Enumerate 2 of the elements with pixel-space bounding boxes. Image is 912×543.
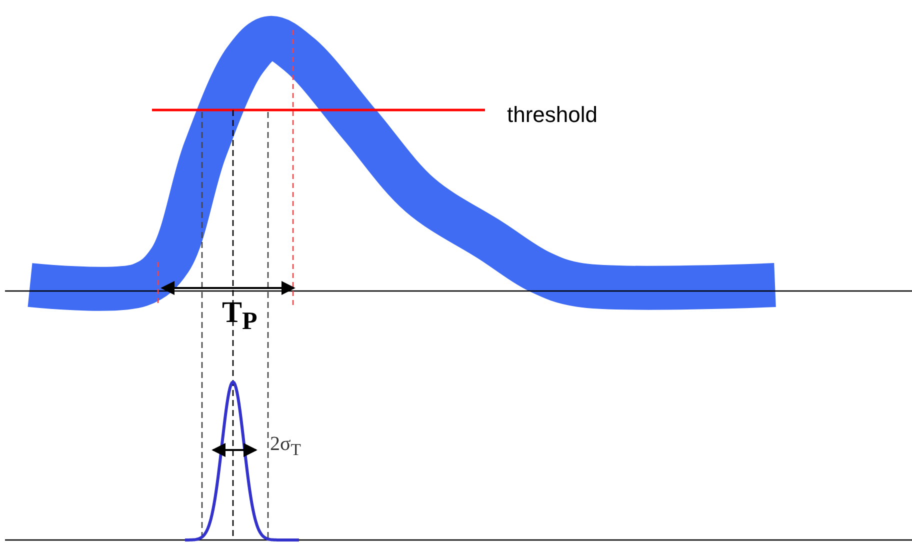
dimension-label: 2σ$_{T}$	[270, 433, 301, 460]
threshold-label: threshold	[507, 102, 598, 128]
